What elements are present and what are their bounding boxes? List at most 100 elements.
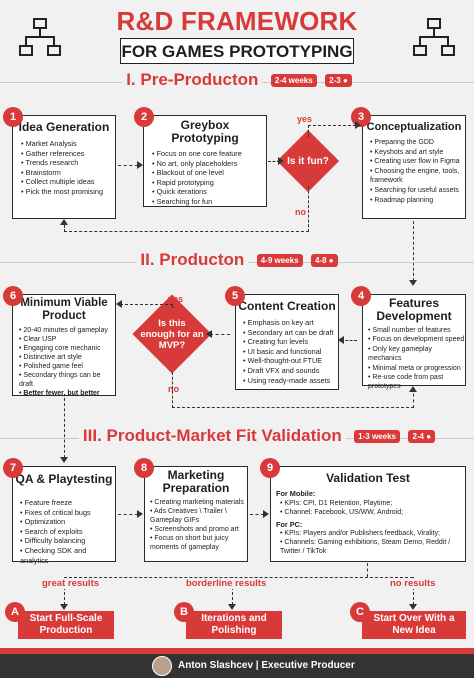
list-item: Search of exploits bbox=[20, 527, 115, 537]
list-item: Rapid prototyping bbox=[152, 178, 266, 188]
no-results-label: no results bbox=[388, 578, 438, 589]
arrowhead bbox=[116, 300, 122, 308]
step-title: Features Development bbox=[376, 296, 452, 323]
phase1-duration: 2-4 weeks bbox=[270, 73, 317, 87]
arrow bbox=[172, 407, 414, 408]
list-item: 20-40 minutes of gameplay bbox=[19, 326, 115, 335]
decision-fun-question: Is it fun? bbox=[287, 156, 329, 167]
list-item: Keyshots and art style bbox=[370, 148, 465, 158]
footer-accent-bar bbox=[0, 648, 474, 654]
arrowhead bbox=[60, 604, 68, 610]
list-item: Preparing the GDD bbox=[370, 138, 465, 148]
arrow bbox=[64, 398, 65, 458]
footer: Anton Slashcev | Executive Producer bbox=[0, 654, 474, 678]
phase2-duration: 4-9 weeks bbox=[256, 253, 303, 267]
phase1-title: I. Pre-Producton bbox=[122, 70, 263, 90]
list-item: Polished game feel bbox=[19, 362, 115, 371]
step-items: Preparing the GDD Keyshots and art style… bbox=[370, 138, 465, 205]
outcome-letter-badge: B bbox=[174, 602, 194, 622]
step-items: Creating marketing materials Ads Creativ… bbox=[150, 498, 247, 552]
step-title: Validation Test bbox=[326, 471, 410, 485]
list-item: Collect multiple ideas bbox=[21, 177, 115, 187]
list-item: No art, only placeholders bbox=[152, 159, 266, 169]
list-item: Secondary art can be draft bbox=[243, 328, 338, 338]
step-number-badge: 7 bbox=[3, 458, 23, 478]
arrow bbox=[413, 577, 414, 605]
phase2-title: II. Producton bbox=[136, 250, 249, 270]
arrow bbox=[118, 165, 138, 166]
list-item: UI basic and functional bbox=[243, 347, 338, 357]
step-number-badge: 9 bbox=[260, 458, 280, 478]
list-item: Pick the most promising bbox=[21, 187, 115, 197]
list-item: Searching for useful assets bbox=[370, 186, 465, 196]
no-label: no bbox=[168, 384, 179, 394]
list-item: Draft VFX and sounds bbox=[243, 366, 338, 376]
list-item: Engaging core mechanic bbox=[19, 344, 115, 353]
phase1-header: I. Pre-Producton 2-4 weeks 2-3 ● bbox=[0, 70, 474, 94]
arrowhead bbox=[228, 604, 236, 610]
step-title: Greybox Prototyping bbox=[171, 118, 239, 145]
mobile-heading: For Mobile: bbox=[276, 489, 316, 498]
step-greybox-prototyping: Greybox Prototyping Focus on one core fe… bbox=[143, 115, 267, 207]
phase3-team: 2-4 ● bbox=[408, 429, 436, 443]
step-title: Idea Generation bbox=[18, 120, 110, 134]
phase3-duration: 1-3 weeks bbox=[354, 429, 400, 443]
page-subtitle: FOR GAMES PROTOTYPING bbox=[120, 38, 354, 64]
arrowhead bbox=[137, 510, 143, 518]
list-item: Emphasis on key art bbox=[243, 318, 338, 328]
step-number-badge: 5 bbox=[225, 286, 245, 306]
page-title: R&D FRAMEWORK bbox=[116, 6, 358, 36]
list-item: KPIs: Players and/or Publishers feedback… bbox=[280, 529, 465, 538]
list-item: Focus on short but juicy moments of game… bbox=[150, 534, 247, 552]
list-item: Distinctive art style bbox=[19, 353, 115, 362]
list-item: Clear USP bbox=[19, 335, 115, 344]
arrow bbox=[210, 334, 230, 335]
arrow bbox=[172, 372, 173, 408]
team-icon: ● bbox=[328, 255, 334, 265]
no-label: no bbox=[295, 207, 306, 217]
arrowhead bbox=[206, 330, 212, 338]
arrow bbox=[250, 514, 264, 515]
list-item: Gather references bbox=[21, 149, 115, 159]
list-item: Checking SDK and analytics bbox=[20, 546, 115, 565]
arrowhead bbox=[409, 280, 417, 286]
decision-mvp-question: Is this enough for an MVP? bbox=[140, 318, 204, 351]
step-items: Emphasis on key art Secondary art can be… bbox=[243, 318, 338, 385]
list-item: Feature freeze bbox=[20, 498, 115, 508]
list-item: Trends research bbox=[21, 158, 115, 168]
step-marketing-preparation: Marketing Preparation Creating marketing… bbox=[144, 466, 248, 562]
step-title: Conceptualization bbox=[366, 121, 462, 133]
arrow bbox=[120, 304, 173, 305]
pc-heading: For PC: bbox=[276, 519, 303, 529]
step-qa-playtesting: QA & Playtesting Feature freeze Fixes of… bbox=[12, 466, 116, 565]
arrow bbox=[268, 161, 280, 162]
list-item: Focus on development speed bbox=[368, 335, 465, 344]
step-items: 20-40 minutes of gameplay Clear USP Enga… bbox=[19, 326, 115, 398]
list-item: Minimal meta or progression bbox=[368, 364, 465, 373]
arrowhead bbox=[409, 386, 417, 392]
list-item-emphasis: Better fewer, but better bbox=[19, 389, 115, 398]
hierarchy-icon-left bbox=[19, 18, 61, 56]
outcome-iterations-polishing: Iterations and Polishing bbox=[186, 611, 282, 639]
outcome-letter-badge: C bbox=[350, 602, 370, 622]
list-item: Well-thought-out FTUE bbox=[243, 356, 338, 366]
arrow bbox=[413, 388, 414, 408]
step-number-badge: 6 bbox=[3, 286, 23, 306]
outcome-start-over: Start Over With a New Idea bbox=[362, 611, 466, 639]
arrowhead bbox=[60, 219, 68, 225]
arrowhead bbox=[137, 161, 143, 169]
arrow bbox=[118, 514, 138, 515]
outcome-letter-badge: A bbox=[5, 602, 25, 622]
arrowhead bbox=[263, 510, 269, 518]
hierarchy-icon-right bbox=[413, 18, 455, 56]
phase2-team: 4-8 ● bbox=[310, 253, 338, 267]
borderline-results-label: borderline results bbox=[184, 578, 269, 589]
list-item: Choosing the engine, tools, framework bbox=[370, 167, 465, 186]
list-item: Creating fun levels bbox=[243, 337, 338, 347]
list-item: Creating marketing materials bbox=[150, 498, 247, 507]
step-conceptualization: Conceptualization Preparing the GDD Keys… bbox=[362, 115, 466, 219]
step-title: Minimum Viable Product bbox=[20, 297, 108, 322]
list-item: Blackout of one level bbox=[152, 168, 266, 178]
arrowhead bbox=[278, 157, 284, 165]
list-item: KPIs: CPI, D1 Retention, Playtime; bbox=[280, 499, 465, 508]
